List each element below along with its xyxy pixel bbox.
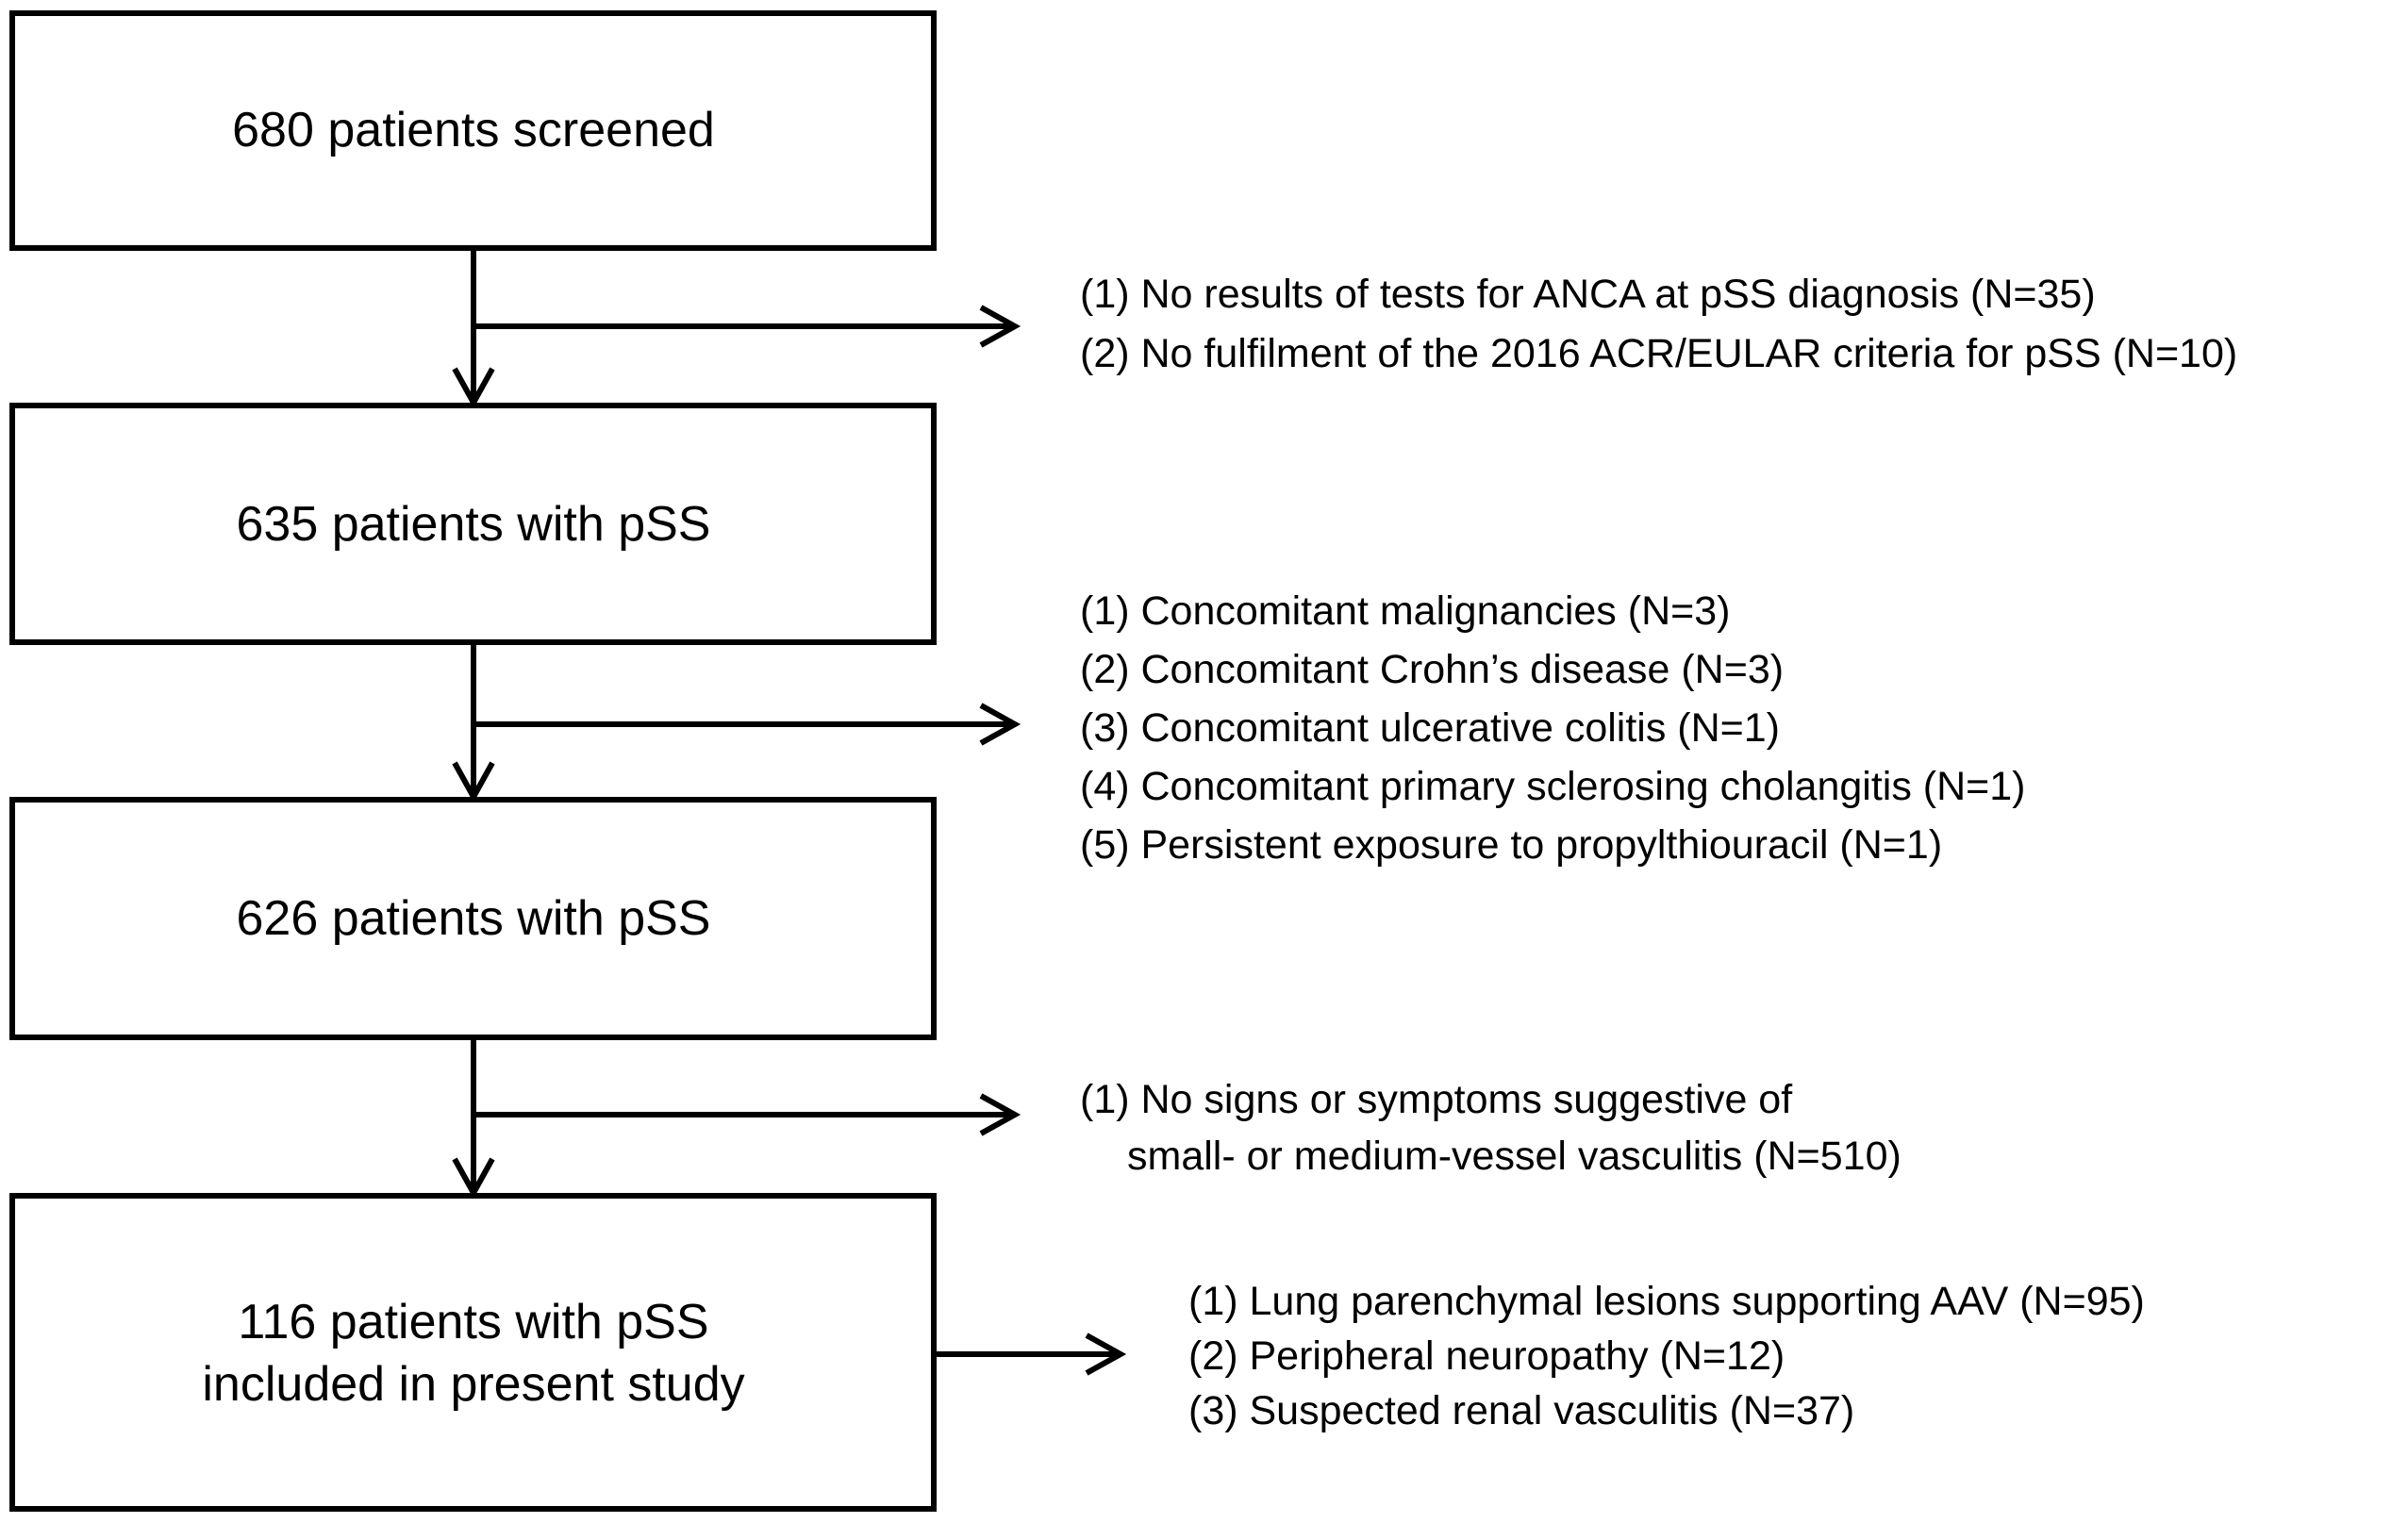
arrow-down-icon: [452, 367, 495, 409]
node-box: [9, 1193, 937, 1512]
node-label: 635 patients with pSS: [237, 497, 711, 552]
note-line-1: (1) No signs or symptoms suggestive of: [1080, 1077, 1793, 1122]
note-exclusions-after-screening: (1) No results of tests for ANCA at pSS …: [1080, 272, 2237, 376]
arrow-right-icon: [1085, 1333, 1127, 1376]
note-line-3: (3) Suspected renal vasculitis (N=37): [1188, 1388, 1854, 1433]
node-626-pss: 626 patients with pSS: [9, 797, 937, 1040]
arrow-right-icon: [979, 305, 1021, 348]
note-line-2: (2) No fulfilment of the 2016 ACR/EULAR …: [1080, 331, 2237, 376]
note-line-5: (5) Persistent exposure to propylthioura…: [1080, 822, 1942, 868]
connector-635-to-626: [452, 642, 495, 803]
node-680-screened: 680 patients screened: [9, 10, 937, 251]
arrow-right-icon: [979, 703, 1021, 746]
note-exclusions-no-vasculitis-signs: (1) No signs or symptoms suggestive of s…: [1080, 1077, 1901, 1179]
branch-arrow-exclusions-no-vasculitis-signs: [473, 1093, 1021, 1136]
arrow-down-icon: [452, 761, 495, 803]
branch-arrow-exclusions-comorbidities: [473, 703, 1021, 746]
note-exclusions-comorbidities: (1) Concomitant malignancies (N=3) (2) C…: [1080, 588, 2026, 868]
note-line-3: (3) Concomitant ulcerative colitis (N=1): [1080, 705, 1780, 751]
note-line-2: (2) Concomitant Crohn’s disease (N=3): [1080, 647, 1784, 692]
note-line-2: (2) Peripheral neuropathy (N=12): [1188, 1333, 1785, 1379]
note-line-4: (4) Concomitant primary sclerosing chola…: [1080, 764, 2026, 809]
branch-arrow-exclusions-after-screening: [473, 305, 1021, 348]
node-box: [9, 10, 937, 251]
arrow-down-icon: [452, 1157, 495, 1200]
node-label-line-1: 116 patients with pSS: [238, 1295, 708, 1349]
node-label-line-2: included in present study: [202, 1357, 744, 1412]
node-label: 680 patients screened: [232, 103, 715, 157]
note-line-2: small- or medium-vessel vasculitis (N=51…: [1127, 1134, 1901, 1179]
note-line-1: (1) Lung parenchymal lesions supporting …: [1188, 1279, 2145, 1324]
node-635-pss: 635 patients with pSS: [9, 403, 937, 645]
note-line-1: (1) Concomitant malignancies (N=3): [1080, 588, 1730, 634]
node-116-included: 116 patients with pSS included in presen…: [9, 1193, 937, 1512]
note-inclusion-reasons: (1) Lung parenchymal lesions supporting …: [1188, 1279, 2145, 1433]
note-line-1: (1) No results of tests for ANCA at pSS …: [1080, 272, 2096, 317]
node-box: [9, 403, 937, 645]
arrow-right-icon: [979, 1093, 1021, 1136]
branch-arrow-inclusion-reasons: [934, 1333, 1127, 1376]
node-label: 626 patients with pSS: [237, 891, 711, 946]
